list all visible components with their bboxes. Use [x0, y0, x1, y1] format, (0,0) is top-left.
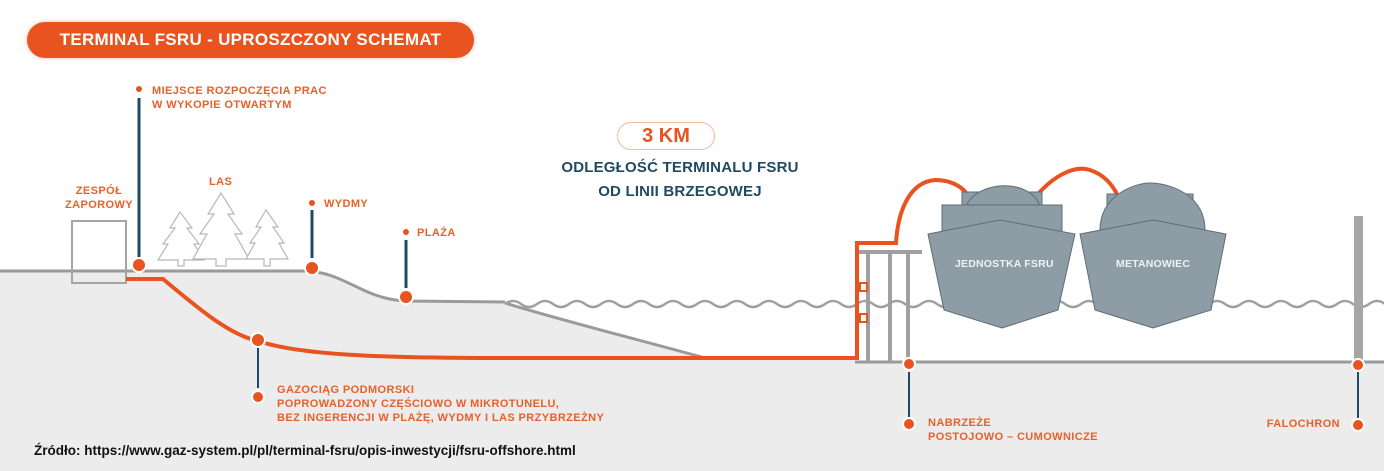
distance-line2: OD LINII BRZEGOWEJ: [598, 183, 762, 200]
quay-dot: [902, 357, 916, 371]
pipeline-label: GAZOCIĄG PODMORSKI POPROWADZONY CZĘŚCIOW…: [277, 383, 604, 425]
start-works-line2: W WYKOPIE OTWARTYM: [152, 99, 292, 111]
barrier-label: ZESPÓŁ ZAPOROWY: [56, 184, 142, 212]
breakwater-icon: [1354, 216, 1363, 362]
pipeline-line3: BEZ INGERENCJI W PLAŻĘ, WYDMY I LAS PRZY…: [277, 412, 605, 424]
barrier-unit-icon: [71, 220, 127, 284]
pipeline-dot: [250, 332, 266, 348]
lng-carrier-label: METANOWIEC: [1116, 258, 1191, 270]
start-works-label: MIEJSCE ROZPOCZĘCIA PRAC W WYKOPIE OTWAR…: [152, 84, 327, 112]
quay-line1: NABRZEŻE: [928, 417, 992, 429]
quay-structure-icon: [859, 250, 922, 362]
quay-label: NABRZEŻE POSTOJOWO – CUMOWNICZE: [928, 416, 1098, 444]
pipeline-line1: GAZOCIĄG PODMORSKI: [277, 384, 415, 396]
quay-line2: POSTOJOWO – CUMOWNICZE: [928, 431, 1098, 443]
source-citation: Źródło: https://www.gaz-system.pl/pl/ter…: [34, 443, 576, 458]
breakwater-label-dot: [1351, 418, 1365, 432]
forest-label: LAS: [209, 176, 233, 188]
dunes-dot: [304, 260, 320, 276]
lng-carrier-ship-icon: [1079, 182, 1227, 329]
barrier-line2: ZAPOROWY: [65, 199, 133, 211]
pipeline-line2: POPROWADZONY CZĘŚCIOWO W MIKROTUNELU,: [277, 398, 560, 410]
transfer-hose: [1036, 166, 1119, 196]
beach-dot: [398, 289, 414, 305]
beach-label: PLAŻA: [417, 227, 456, 239]
pipeline-label-dot: [251, 390, 265, 404]
small-label-dots: [136, 86, 409, 235]
fsru-ship-label: JEDNOSTKA FSRU: [955, 258, 1054, 270]
land-and-seabed: [0, 271, 1384, 471]
distance-value-badge: 3 KM: [617, 122, 715, 150]
barrier-line1: ZESPÓŁ: [75, 185, 123, 197]
fsru-ship-icon: [927, 185, 1076, 329]
subsea-pipeline: [126, 177, 970, 360]
breakwater-label: FALOCHRON: [1266, 418, 1340, 430]
breakwater-dot: [1351, 358, 1365, 372]
distance-description: ODLEGŁOŚĆ TERMINALU FSRU OD LINII BRZEGO…: [520, 156, 840, 204]
mooring-fenders-icon: [859, 282, 868, 323]
shore-slope-line: [504, 301, 706, 360]
forest-trees-icon: [156, 191, 290, 267]
dunes-label: WYDMY: [324, 198, 369, 210]
start-works-line1: MIEJSCE ROZPOCZĘCIA PRAC: [152, 85, 327, 97]
start-works-dot: [131, 257, 147, 273]
marker-dots: [131, 257, 1365, 432]
diagram-title: TERMINAL FSRU - UPROSZCZONY SCHEMAT: [27, 22, 474, 58]
distance-line1: ODLEGŁOŚĆ TERMINALU FSRU: [561, 159, 799, 176]
quay-label-dot: [902, 417, 916, 431]
